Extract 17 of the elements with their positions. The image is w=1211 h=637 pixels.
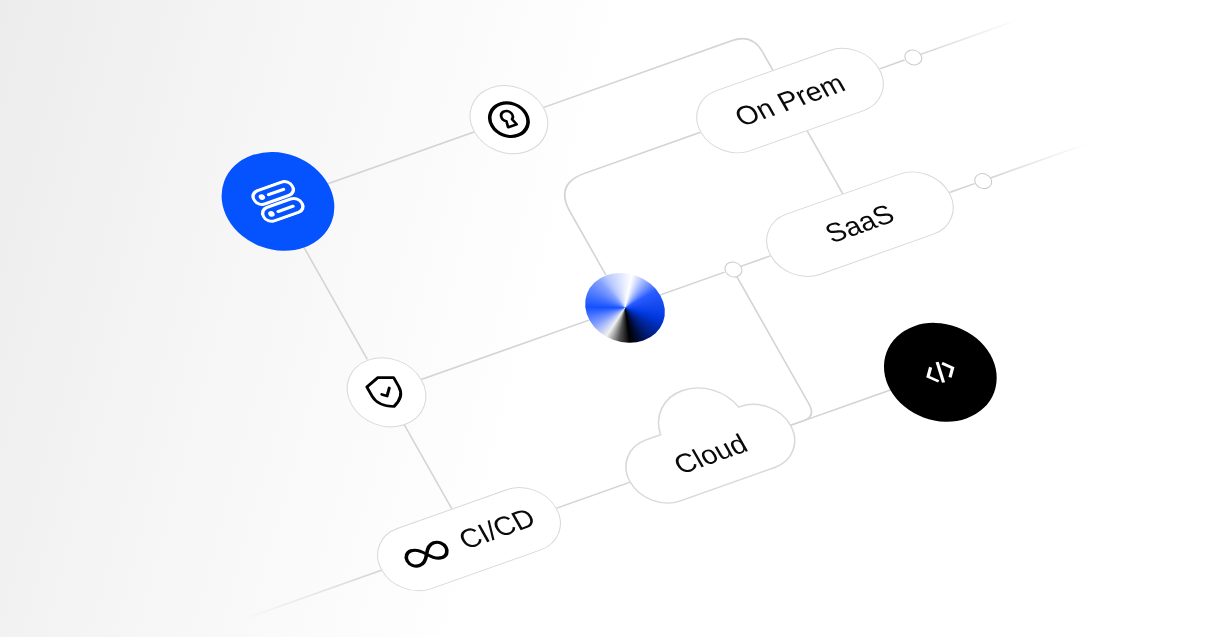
node-label: CI/CD: [454, 504, 541, 555]
node-label: Cloud: [669, 429, 752, 479]
connector-line: [403, 423, 453, 510]
connector-line: [563, 131, 702, 276]
connector-line: [555, 481, 631, 509]
connector-line: [658, 271, 726, 296]
connector-line: [878, 59, 906, 70]
connector-line: [789, 389, 892, 427]
connector-line: [739, 255, 772, 268]
node-label: SaaS: [820, 200, 900, 248]
connector-line: [806, 130, 844, 195]
connector-line: [543, 37, 774, 109]
node-label: On Prem: [730, 69, 850, 132]
connector-line: [948, 182, 976, 194]
connector-line: [327, 131, 475, 185]
connector-line: [303, 246, 369, 361]
connector-line: [420, 319, 590, 381]
